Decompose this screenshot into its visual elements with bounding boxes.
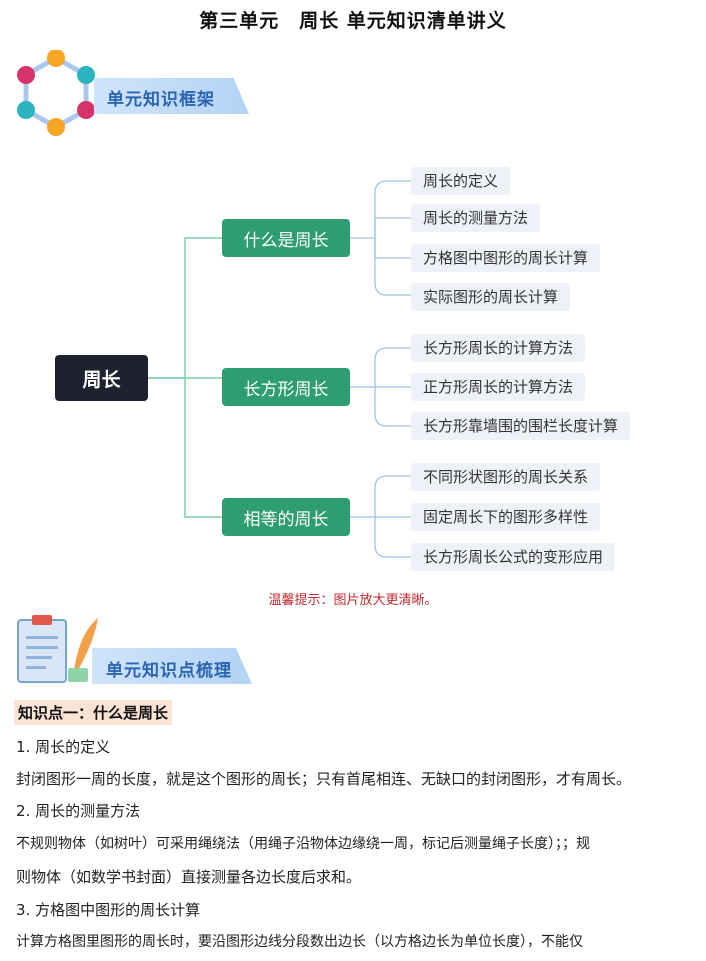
body-line: 3. 方格图中图形的周长计算 [16, 899, 700, 920]
branch-rectangle-perimeter: 长方形周长 [222, 368, 350, 406]
page-title: 第三单元 周长 单元知识清单讲义 [0, 6, 706, 33]
leaf-node: 周长的定义 [411, 167, 510, 195]
body-line: 则物体（如数学书封面）直接测量各边长度后求和。 [16, 866, 700, 887]
leaf-node: 周长的测量方法 [411, 204, 540, 232]
leaf-node: 不同形状图形的周长关系 [411, 463, 600, 491]
zoom-hint: 温馨提示：图片放大更清晰。 [0, 589, 706, 608]
knowledge-banner: 单元知识点梳理 [14, 612, 254, 660]
mindmap-root: 周长 [55, 355, 148, 401]
leaf-node: 方格图中图形的周长计算 [411, 244, 600, 272]
framework-banner-label: 单元知识框架 [107, 85, 215, 110]
body-line: 2. 周长的测量方法 [16, 800, 700, 821]
hexagon-molecule-icon [14, 50, 98, 136]
knowledge-point-heading: 知识点一：什么是周长 [14, 700, 172, 725]
leaf-node: 长方形周长的计算方法 [411, 334, 585, 362]
body-line: 封闭图形一周的长度，就是这个图形的周长；只有首尾相连、无缺口的封闭图形，才有周长… [16, 768, 700, 789]
leaf-node: 固定周长下的图形多样性 [411, 503, 600, 531]
framework-banner: 单元知识框架 [14, 52, 254, 100]
leaf-node: 长方形靠墙围的围栏长度计算 [411, 412, 630, 440]
branch-what-is-perimeter: 什么是周长 [222, 219, 350, 257]
knowledge-banner-label: 单元知识点梳理 [106, 656, 232, 681]
body-line: 计算方格图里图形的周长时，要沿图形边线分段数出边长（以方格边长为单位长度），不能… [16, 931, 700, 951]
leaf-node: 实际图形的周长计算 [411, 283, 570, 311]
leaf-node: 正方形周长的计算方法 [411, 373, 585, 401]
branch-equal-perimeter: 相等的周长 [222, 498, 350, 536]
clipboard-quill-icon [14, 612, 104, 692]
body-line: 1. 周长的定义 [16, 736, 700, 757]
leaf-node: 长方形周长公式的变形应用 [411, 543, 615, 571]
body-line: 不规则物体（如树叶）可采用绳绕法（用绳子沿物体边缘绕一周，标记后测量绳子长度）；… [16, 833, 700, 853]
